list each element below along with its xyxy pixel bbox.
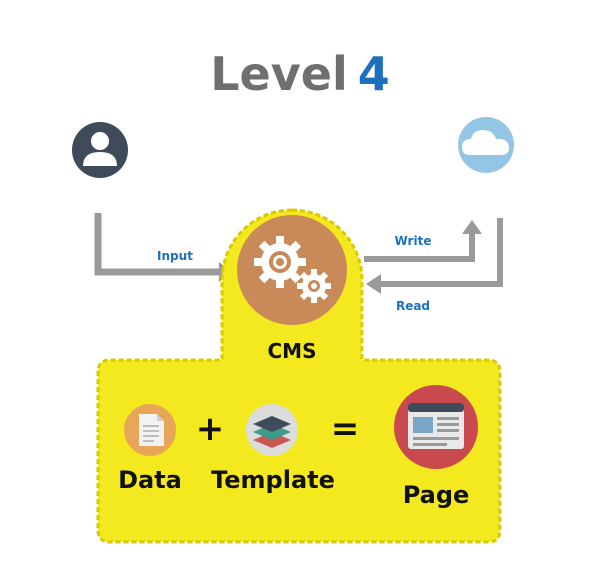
user-icon [72, 122, 128, 178]
write-label: Write [395, 234, 432, 248]
title-number: 4 [358, 47, 390, 101]
page-label: Page [403, 481, 470, 509]
plus-operator: + [196, 409, 225, 449]
read-arrow [366, 218, 503, 294]
cms-label: CMS [268, 339, 317, 363]
input-label: Input [157, 249, 193, 263]
title-word: Level [210, 47, 347, 101]
webpage-icon [394, 385, 478, 469]
input-arrow [94, 213, 232, 282]
gears-icon [237, 215, 347, 325]
layers-icon [246, 404, 298, 456]
cloud-icon [458, 117, 514, 173]
template-label: Template [211, 466, 335, 494]
cms-panel [96, 208, 502, 544]
read-label: Read [396, 299, 430, 313]
write-arrow [364, 220, 482, 262]
equals-operator: = [331, 409, 360, 449]
data-label: Data [118, 466, 182, 494]
document-icon [124, 404, 176, 456]
